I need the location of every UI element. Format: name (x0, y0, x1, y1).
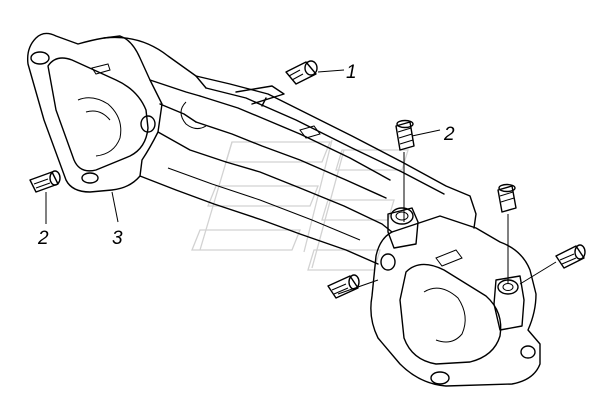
plug-bottom-right (555, 244, 586, 269)
callout-label-1: 1 (346, 62, 357, 83)
manifold-part-3 (26, 32, 541, 387)
callout-label-3: 3 (112, 228, 123, 249)
plug-part-2-top-right (497, 183, 517, 213)
plug-part-2-upper (395, 119, 415, 151)
plug-bottom-left (327, 274, 360, 299)
plug-part-2-left (29, 170, 61, 193)
plug-part-1 (285, 60, 318, 85)
callout-label-2-right: 2 (443, 124, 455, 145)
leader-lines (45, 69, 557, 295)
callout-label-2-left: 2 (37, 228, 49, 249)
